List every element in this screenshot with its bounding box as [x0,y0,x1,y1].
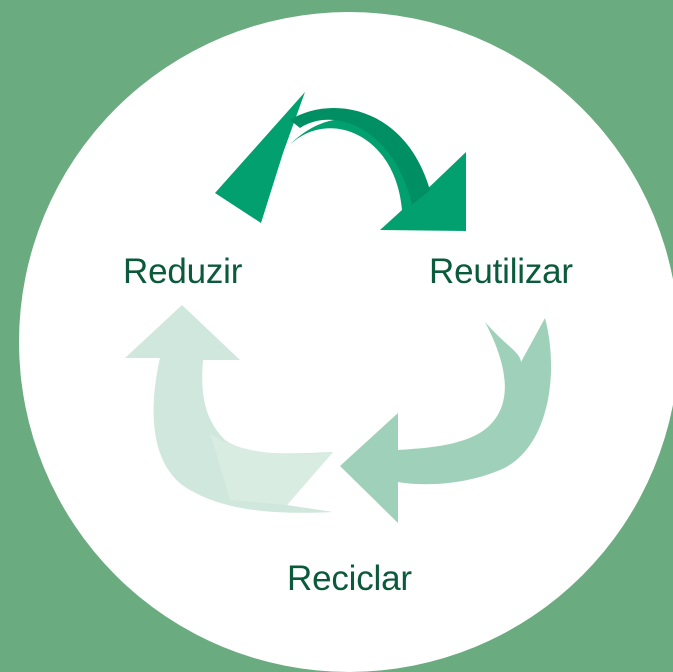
label-recycle: Reciclar [287,559,412,598]
background-circle [19,12,673,672]
arrow-recycle-to-reduce-icon [125,305,333,513]
arrow-reduce-to-reuse-icon [215,92,466,231]
label-reuse: Reutilizar [429,252,573,291]
arrow-reuse-to-recycle-icon [340,318,552,523]
label-reduce: Reduzir [123,252,243,291]
